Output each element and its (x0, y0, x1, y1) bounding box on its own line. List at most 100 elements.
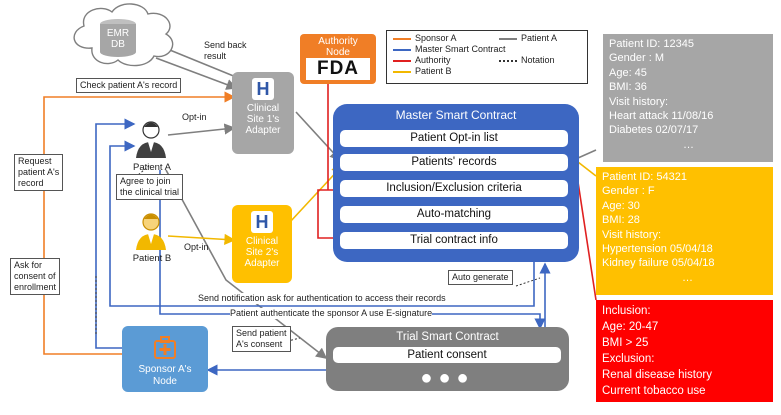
dotted-notation-auto-generate (515, 277, 541, 287)
msc-item-auto-matching[interactable]: Auto-matching (340, 206, 568, 223)
label-ask-consent: Ask for consent of enrollment (10, 258, 61, 295)
dotted-notation-agree (119, 164, 151, 191)
criteria-line: Current tobacco use (602, 385, 706, 397)
pb-card-line: Visit history: (602, 228, 662, 241)
trial-smart-contract[interactable]: Trial Smart Contract Patient consent ●●● (326, 327, 569, 391)
pa-card-line: Visit history: (609, 95, 669, 108)
msc-item-optin-list[interactable]: Patient Opt-in list (340, 130, 568, 147)
label-check-record: Check patient A's record (76, 78, 182, 93)
site2-label-line1: Clinical (245, 236, 279, 247)
red-connector-criteria-card (577, 181, 597, 301)
legend-line-patient-a (499, 38, 517, 40)
label-request-record: Request patient A's record (14, 154, 64, 191)
master-contract-title: Master Smart Contract (395, 108, 517, 122)
label-send-notification: Send notification ask for authentication… (198, 293, 446, 304)
msc-item-trial-contract-info[interactable]: Trial contract info (340, 232, 568, 249)
pb-card-line: … (682, 271, 693, 284)
label-opt-in-b: Opt-in (184, 242, 209, 252)
master-smart-contract[interactable]: Master Smart Contract Patient Opt-in lis… (333, 104, 579, 262)
legend: Sponsor A Patient A Master Smart Contrac… (386, 30, 588, 84)
patient-b-record-card: Patient ID: 54321 Gender : F Age: 30 BMI… (596, 167, 773, 295)
hospital-icon: H (251, 211, 273, 233)
pa-card-line: … (683, 138, 694, 151)
pb-card-line: Gender : F (602, 185, 655, 198)
legend-label-master: Master Smart Contract (415, 44, 506, 54)
authority-title-line1: Authority (318, 36, 358, 47)
msc-item-patients-records[interactable]: Patients' records (340, 154, 568, 171)
blue-connector-notification (109, 140, 535, 307)
criteria-line: Age: 20-47 (602, 321, 659, 333)
label-auto-generate: Auto generate (448, 270, 513, 285)
emr-label-line1: EMR (106, 28, 130, 39)
label-send-back-result: Send back result (204, 40, 247, 61)
emr-db-cylinder-bottom (100, 47, 136, 57)
gray-connector-patientA-optin (167, 123, 236, 136)
legend-label-patient-a: Patient A (521, 33, 558, 43)
label-send-consent: Send patient A's consent (232, 326, 291, 352)
trial-contract-title: Trial Smart Contract (396, 331, 499, 343)
pa-card-line: Patient ID: 12345 (609, 38, 695, 50)
criteria-line: Inclusion: (602, 305, 651, 317)
criteria-line: BMI > 25 (602, 337, 649, 349)
patient-b-label: Patient B (132, 253, 172, 264)
gray-connector-site1-master (295, 111, 342, 162)
blue-connector-sponsor-patientA (95, 118, 136, 349)
legend-line-authority (393, 60, 411, 62)
yellow-connector-patientB-card (577, 161, 597, 177)
sponsor-label-line2: Node (153, 376, 177, 387)
msc-item-inclusion-exclusion[interactable]: Inclusion/Exclusion criteria (340, 180, 568, 197)
fda-logo: FDA (306, 58, 370, 80)
legend-line-patient-b (393, 71, 411, 73)
legend-label-sponsor: Sponsor A (415, 33, 457, 43)
pb-card-line: Hypertension 05/04/18 (602, 243, 713, 256)
criteria-line: Renal disease history (602, 369, 712, 381)
legend-line-sponsor (393, 38, 411, 40)
pa-card-line: Age: 45 (609, 66, 647, 79)
orange-connector-sponsor-request (43, 91, 236, 355)
trial-criteria-card: Inclusion: Age: 20-47 BMI > 25 Exclusion… (596, 300, 773, 402)
patient-a-label: Patient A (132, 162, 172, 173)
hospital-icon: H (252, 78, 274, 100)
pa-card-line: BMI: 36 (609, 81, 647, 94)
patient-a-record-card: Patient ID: 12345 Gender : M Age: 45 BMI… (603, 34, 773, 162)
pa-card-line: Gender : M (609, 52, 665, 65)
pb-card-line: Patient ID: 54321 (602, 171, 688, 183)
patient-b-person-icon (136, 213, 166, 250)
pa-card-line: Diabetes 02/07/17 (609, 124, 699, 137)
criteria-line: Exclusion: (602, 353, 655, 365)
legend-label-patient-b: Patient B (415, 66, 452, 76)
yellow-connector-patientB-optin (167, 233, 236, 246)
emr-label-line2: DB (111, 39, 125, 50)
tsc-item-patient-consent[interactable]: Patient consent (333, 347, 561, 363)
sponsor-label-line1: Sponsor A's (138, 364, 192, 375)
sponsor-a-node[interactable]: Sponsor A's Node (122, 326, 208, 392)
patient-a-person-icon (136, 121, 166, 158)
more-dots: ●●● (420, 367, 475, 389)
authority-title-line2: Node (326, 47, 350, 58)
gray-connector-patientA-card (577, 149, 597, 159)
site1-label-line1: Clinical (246, 103, 280, 114)
clinical-site-2-adapter[interactable]: H Clinical Site 2's Adapter (232, 205, 292, 283)
gray-connector-emr-send-back (158, 44, 237, 78)
site1-label-line2: Site 1's (246, 114, 280, 125)
emr-db-label: EMR DB (100, 28, 136, 50)
legend-label-authority: Authority (415, 55, 451, 65)
gray-connector-emr-check (155, 57, 238, 90)
label-agree-join: Agree to join the clinical trial (116, 174, 184, 200)
gray-connector-patientA-trial (165, 169, 328, 359)
label-patient-authenticate: Patient authenticate the sponsor A use E… (230, 308, 433, 319)
pb-card-line: BMI: 28 (602, 214, 640, 227)
legend-line-notation (499, 60, 517, 62)
pa-card-line: Heart attack 11/08/16 (609, 110, 714, 123)
authority-node[interactable]: Authority Node FDA (300, 34, 376, 84)
medical-bag-icon (154, 336, 176, 359)
site2-label-line3: Adapter (244, 258, 280, 269)
site2-label-line2: Site 2's (245, 247, 279, 258)
legend-label-notation: Notation (521, 55, 555, 65)
pb-card-line: Kidney failure 05/04/18 (602, 257, 715, 270)
site1-label-line3: Adapter (245, 125, 281, 136)
label-opt-in-a: Opt-in (182, 112, 207, 122)
clinical-site-1-adapter[interactable]: H Clinical Site 1's Adapter (232, 72, 294, 154)
